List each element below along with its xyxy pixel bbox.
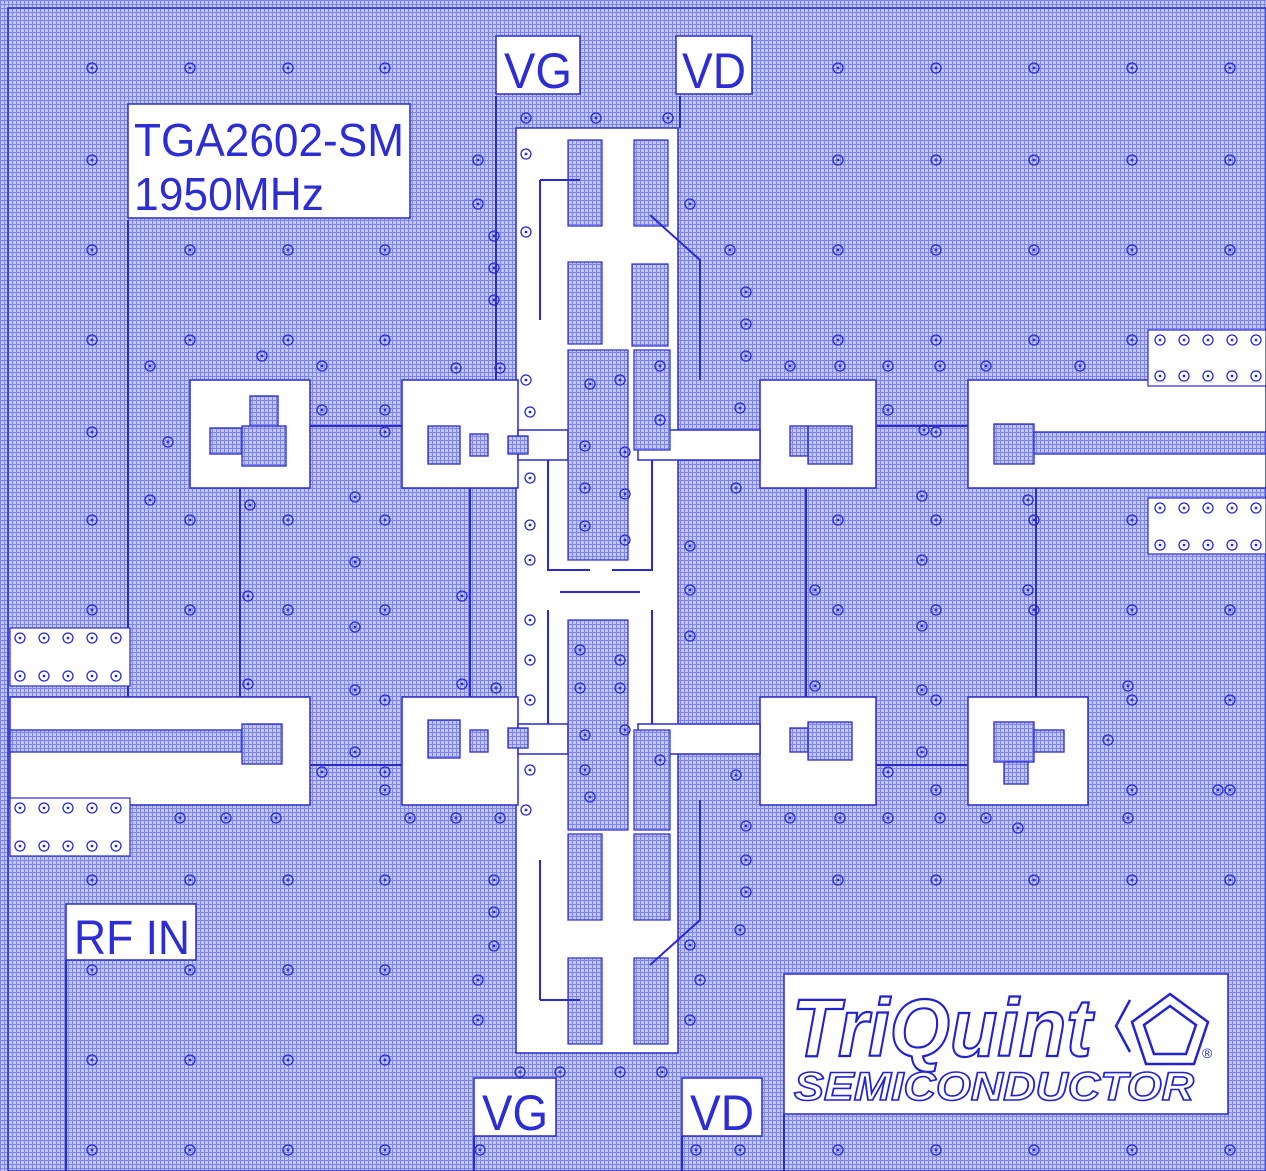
part-label-box: TGA2602-SM 1950MHz xyxy=(127,103,411,220)
component-pads xyxy=(9,395,1266,785)
vd-bottom-label: VD xyxy=(690,1085,754,1141)
vd-bottom-label-box: VD xyxy=(681,1077,763,1141)
vg-top-label-box: VG xyxy=(495,35,581,99)
logo-tagline-text: SEMICONDUCTOR xyxy=(794,1065,1194,1109)
triquint-logo: TriQuint SEMICONDUCTOR ® xyxy=(783,973,1229,1115)
via-arrays xyxy=(9,329,1266,857)
vg-bottom-label-box: VG xyxy=(473,1077,557,1141)
logo-brand-text: TriQuint xyxy=(792,983,1095,1074)
board-outline xyxy=(7,7,1266,1171)
pentagon-logo-icon xyxy=(1114,992,1210,1066)
vd-top-label: VD xyxy=(682,43,746,99)
center-column-metal xyxy=(567,139,671,1045)
part-number-label: TGA2602-SM xyxy=(134,114,404,166)
traces xyxy=(65,96,1037,1171)
rf-in-label: RF IN xyxy=(74,912,190,965)
vg-bottom-label: VG xyxy=(482,1085,548,1141)
frequency-label: 1950MHz xyxy=(134,168,324,220)
registered-mark: ® xyxy=(1202,1045,1213,1061)
vd-top-label-box: VD xyxy=(675,35,753,99)
rf-in-label-box: RF IN xyxy=(65,903,197,965)
vg-top-label: VG xyxy=(504,43,572,99)
